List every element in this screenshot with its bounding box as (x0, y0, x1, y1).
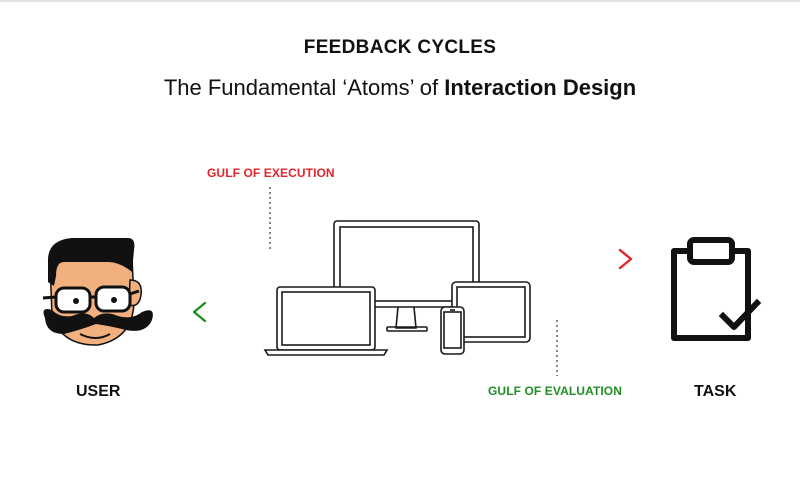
task-label: TASK (694, 383, 737, 400)
user-label: USER (76, 383, 121, 400)
gulf-of-execution-label: GULF OF EXECUTION (207, 166, 335, 180)
laptop-icon (263, 286, 389, 356)
subtitle-prefix: The Fundamental ‘Atoms’ of (163, 75, 445, 100)
subtitle-bold: Interaction Design (444, 75, 637, 100)
page-title: FEEDBACK CYCLES (303, 37, 497, 58)
phone-icon (440, 306, 465, 355)
gulf-of-evaluation-label: GULF OF EVALUATION (488, 384, 623, 398)
devices-group (263, 220, 531, 356)
monitor-icon (333, 220, 480, 332)
top-divider (0, 0, 800, 2)
clipboard-check-icon (671, 237, 762, 341)
page-subtitle: The Fundamental ‘Atoms’ of Interaction D… (0, 75, 800, 101)
evaluation-arrow (192, 301, 620, 323)
user-face-icon (42, 238, 153, 346)
execution-arrow (200, 248, 633, 270)
